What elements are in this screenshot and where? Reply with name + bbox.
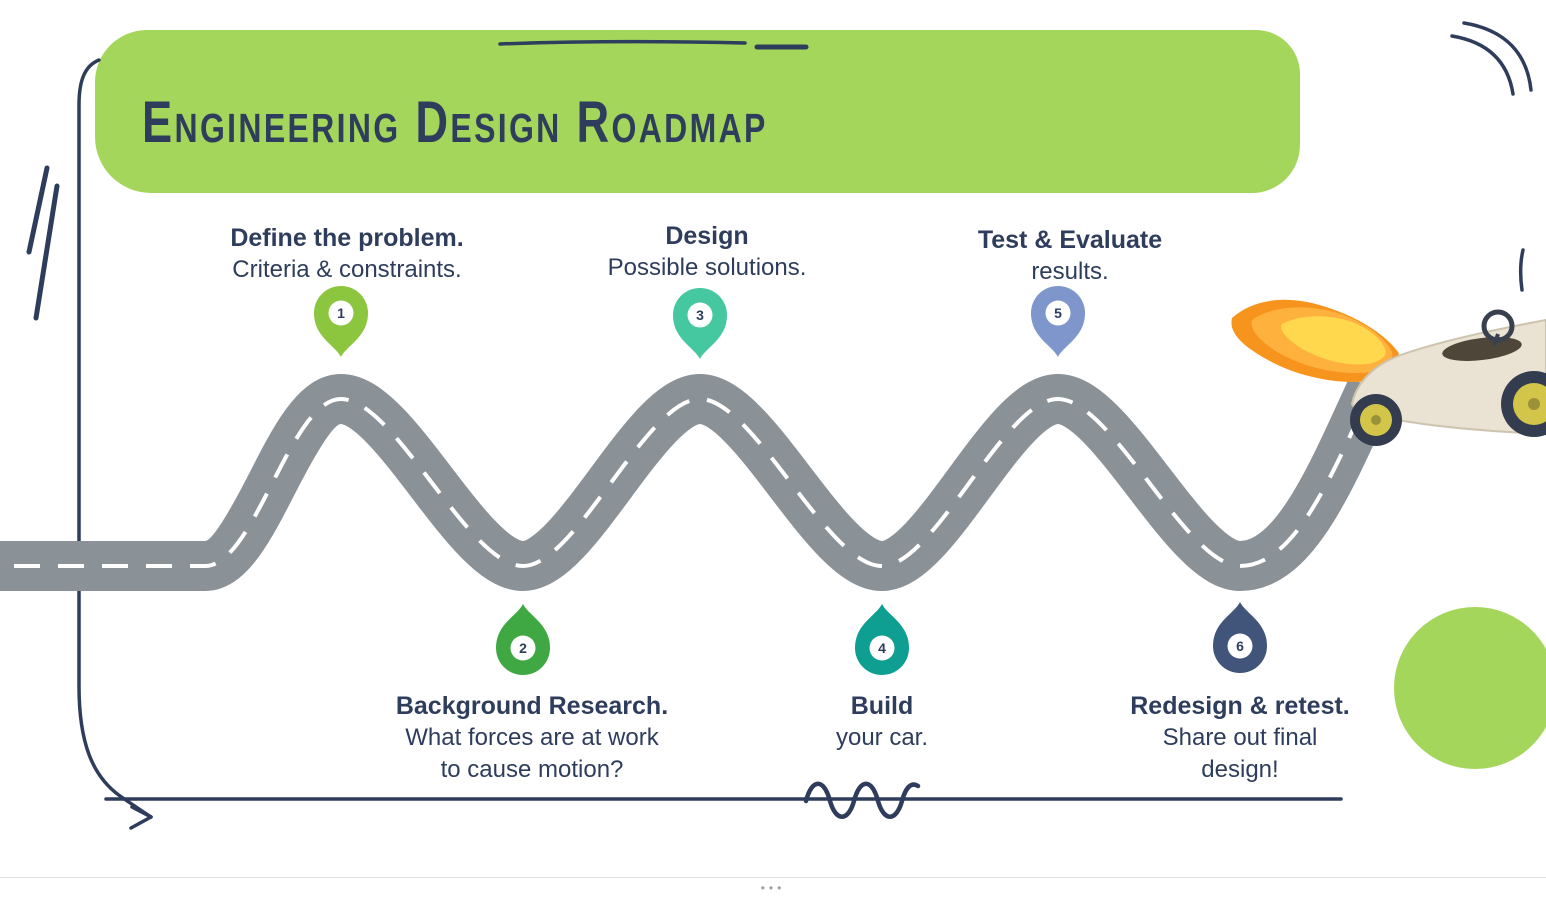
step-3-line: Possible solutions. [607, 254, 807, 281]
left-tick-marks-icon [26, 165, 60, 321]
pagination-dots[interactable]: ••• [760, 881, 786, 895]
pin-5: 5 [1031, 286, 1085, 357]
step-5-label: Test & Evaluate results. [870, 224, 1270, 288]
pin-3-badge [687, 302, 713, 328]
pin-6: 6 [1213, 602, 1267, 673]
pin-4-number: 4 [878, 640, 886, 656]
frame-top-right-curve-inner [1450, 34, 1515, 96]
road-center-line [0, 387, 1374, 569]
step-6-label: Redesign & retest. Share out final desig… [1040, 690, 1440, 786]
frame-top-stroke-long [498, 39, 747, 46]
pin-1-number: 1 [337, 305, 345, 321]
flame-icon [1231, 299, 1401, 382]
pin-2-number: 2 [519, 640, 527, 656]
step-2-line-2: to cause motion? [440, 756, 624, 783]
step-4-label: Build your car. [682, 690, 1082, 754]
step-1-line: Criteria & constraints. [232, 256, 462, 283]
cockpit [1442, 337, 1522, 361]
pin-3-number: 3 [696, 307, 704, 323]
pin-2: 2 [496, 604, 550, 675]
step-5-title: Test & Evaluate [977, 226, 1163, 254]
pin-2-badge [510, 635, 536, 661]
step-3-label: Design Possible solutions. [507, 220, 907, 284]
pin-6-number: 6 [1236, 638, 1244, 654]
step-6-line-1: Share out final [1162, 724, 1318, 751]
frame-top-right-curve-outer [1462, 21, 1533, 92]
rocket-car-icon [1350, 309, 1546, 446]
title-banner [95, 30, 1300, 193]
pin-5-badge [1045, 300, 1071, 326]
step-1-label: Define the problem. Criteria & constrain… [147, 222, 547, 286]
green-circle-decoration [1394, 607, 1546, 769]
step-6-line-2: design! [1201, 756, 1279, 783]
frame-right-dash [1518, 248, 1525, 292]
step-6-title: Redesign & retest. [1130, 692, 1350, 720]
step-2-title: Background Research. [395, 692, 669, 720]
step-3-title: Design [665, 222, 749, 250]
pin-6-badge [1227, 633, 1253, 659]
step-5-line: results. [1031, 258, 1109, 285]
step-4-title: Build [850, 692, 914, 720]
step-4-line: your car. [835, 724, 929, 751]
pin-4: 4 [855, 604, 909, 675]
footer-bar [0, 877, 1546, 902]
step-2-label: Background Research. What forces are at … [332, 690, 732, 786]
pin-5-number: 5 [1054, 305, 1062, 321]
step-2-line-1: What forces are at work [405, 724, 659, 751]
pin-1: 1 [314, 286, 368, 357]
pin-1-badge [328, 300, 354, 326]
step-1-title: Define the problem. [230, 224, 464, 252]
squiggle-icon [803, 781, 921, 819]
frame-left-border [77, 58, 153, 819]
pin-4-badge [869, 635, 895, 661]
pin-3: 3 [673, 288, 727, 359]
page-title: Engineering Design Roadmap [142, 90, 768, 155]
arrow-head-icon [129, 805, 153, 830]
